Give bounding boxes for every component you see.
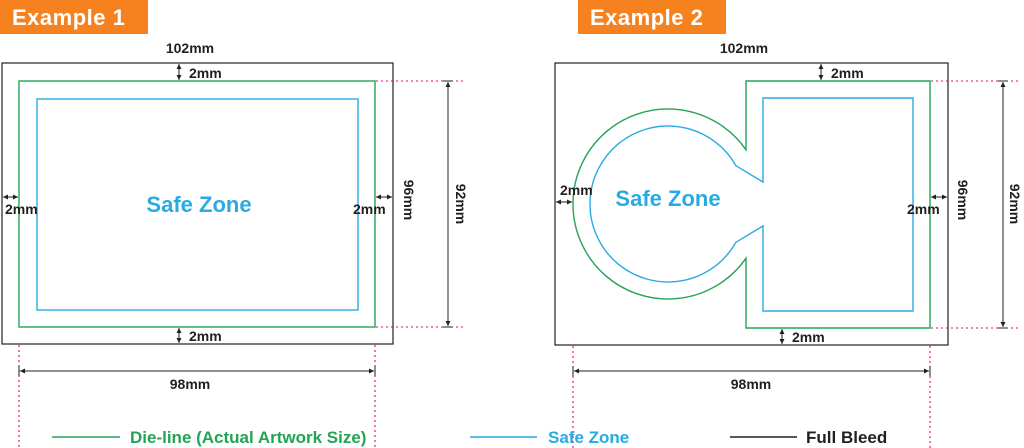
example-1: Example 1 102mm Safe Zone 2mm 2mm 2mm 2m… xyxy=(0,0,469,448)
die-line-outline xyxy=(18,80,376,328)
top-margin-label: 2mm xyxy=(831,65,864,81)
bottom-margin-label: 2mm xyxy=(792,329,825,345)
safe-zone-label: Safe Zone xyxy=(615,186,720,211)
die-line-outline xyxy=(572,80,931,329)
legend-label-full-bleed: Full Bleed xyxy=(806,428,887,447)
top-margin-label: 2mm xyxy=(189,65,222,81)
full-bleed-outline xyxy=(1,62,394,345)
legend-item-full-bleed: Full Bleed xyxy=(730,428,887,447)
die-line-height-label: 92mm xyxy=(453,184,469,224)
example-2-banner xyxy=(578,0,726,34)
die-line-width-label: 98mm xyxy=(170,376,210,392)
full-bleed-height-label: 96mm xyxy=(955,180,971,220)
safe-zone-label: Safe Zone xyxy=(146,192,251,217)
die-line-height-label: 92mm xyxy=(1007,184,1023,224)
full-bleed-outline xyxy=(554,62,949,346)
die-line-width-label: 98mm xyxy=(731,376,771,392)
legend-label-die-line: Die-line (Actual Artwork Size) xyxy=(130,428,366,447)
example-1-banner xyxy=(0,0,148,34)
left-margin-label: 2mm xyxy=(560,182,593,198)
example-2: Example 2 102mm Safe Zone 2mm 2mm 2mm 2m… xyxy=(554,0,1023,448)
legend-item-safe-zone: Safe Zone xyxy=(470,428,629,447)
right-margin-label: 2mm xyxy=(907,201,940,217)
bottom-margin-label: 2mm xyxy=(189,328,222,344)
legend: Die-line (Actual Artwork Size) Safe Zone… xyxy=(52,428,887,447)
full-bleed-width-label: 102mm xyxy=(166,40,214,56)
safe-zone-outline xyxy=(589,97,914,312)
full-bleed-width-label: 102mm xyxy=(720,40,768,56)
full-bleed-height-label: 96mm xyxy=(401,180,417,220)
right-margin-label: 2mm xyxy=(353,201,386,217)
example-2-title: Example 2 xyxy=(590,5,703,30)
legend-item-die-line: Die-line (Actual Artwork Size) xyxy=(52,428,366,447)
legend-label-safe-zone: Safe Zone xyxy=(548,428,629,447)
safe-zone-outline xyxy=(36,98,359,311)
left-margin-label: 2mm xyxy=(5,201,38,217)
example-1-title: Example 1 xyxy=(12,5,125,30)
